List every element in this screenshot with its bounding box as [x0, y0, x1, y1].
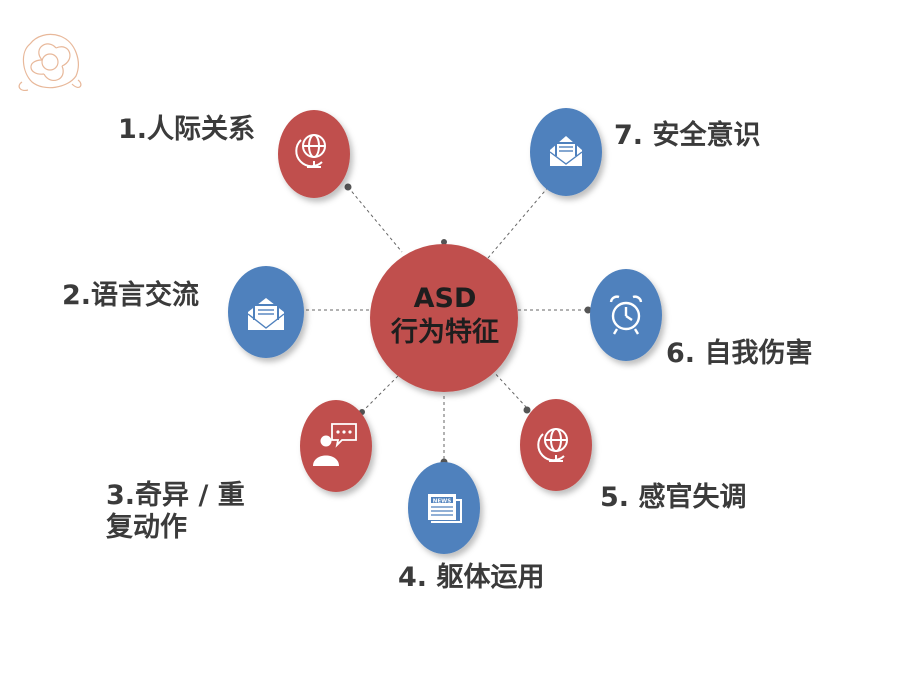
- center-label: ASD 行为特征: [370, 282, 520, 350]
- chat-person-icon: [313, 423, 357, 466]
- globe-icon: [537, 428, 568, 462]
- label-sensory: 5. 感官失调: [600, 482, 747, 513]
- connector-5: [491, 369, 528, 409]
- connector-3: [361, 371, 403, 413]
- label-self-harm: 6. 自我伤害: [666, 338, 813, 369]
- newspaper-icon: NEWS: [428, 494, 462, 523]
- envelope-icon: [247, 298, 285, 330]
- svg-text:NEWS: NEWS: [433, 499, 451, 505]
- center-node[interactable]: [370, 244, 518, 392]
- label-language: 2.语言交流: [62, 280, 200, 311]
- connector-dot: [344, 183, 352, 191]
- label-repetitive: 3.奇异 / 重 复动作: [106, 480, 245, 545]
- node-3[interactable]: [300, 400, 372, 492]
- envelope-icon: [549, 136, 583, 166]
- label-repetitive-line2: 复动作: [106, 512, 187, 544]
- rose-icon: [18, 33, 82, 91]
- node-6[interactable]: [590, 269, 662, 361]
- node-1[interactable]: [278, 110, 350, 198]
- connector-1: [347, 186, 403, 253]
- center-label-line1: ASD: [413, 283, 477, 314]
- globe-icon: [295, 134, 326, 168]
- connector-7: [487, 184, 551, 259]
- connectors: [300, 184, 588, 462]
- alarm-clock-icon: [609, 295, 643, 335]
- connector-dot: [584, 306, 592, 314]
- node-7[interactable]: [530, 108, 602, 196]
- center-label-line2: 行为特征: [391, 316, 499, 348]
- connector-dot: [523, 406, 531, 414]
- label-body: 4. 躯体运用: [398, 562, 545, 593]
- node-2[interactable]: [228, 266, 304, 358]
- node-5[interactable]: [520, 399, 592, 491]
- label-interpersonal: 1.人际关系: [118, 114, 256, 145]
- node-4[interactable]: NEWS: [408, 462, 480, 554]
- connector-dot: [441, 239, 447, 245]
- label-repetitive-line1: 3.奇异 / 重: [106, 480, 245, 511]
- label-safety: 7. 安全意识: [614, 120, 761, 151]
